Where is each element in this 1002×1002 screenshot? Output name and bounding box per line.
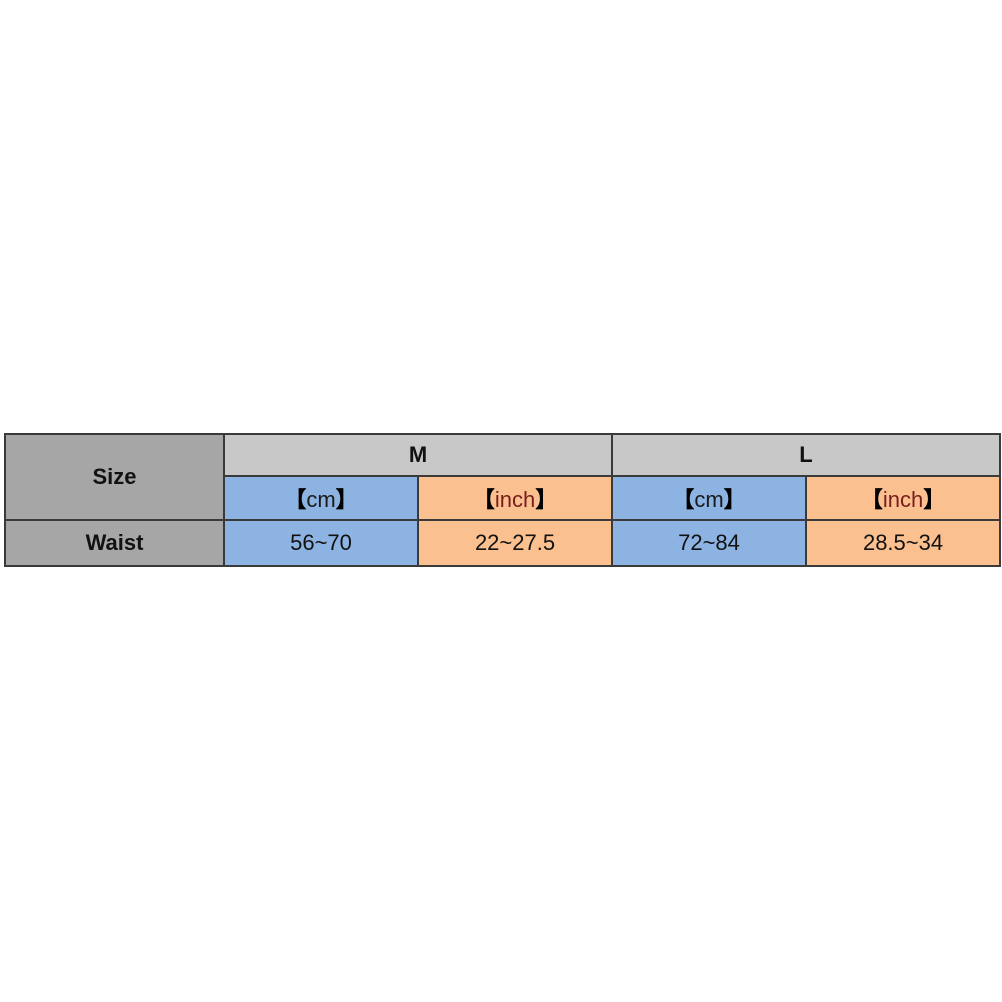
size-l-waist-inch: 28.5~34 xyxy=(805,519,1002,567)
size-m-waist-cm: 56~70 xyxy=(223,519,419,567)
close-bracket: 】 xyxy=(335,486,358,512)
size-m-cm-unit-cell: 【cm】 xyxy=(223,474,419,522)
open-bracket: 【 xyxy=(472,486,495,512)
waist-value: 22~27.5 xyxy=(474,530,556,556)
waist-value: 72~84 xyxy=(678,530,740,556)
open-bracket: 【 xyxy=(284,486,307,512)
unit-label: cm xyxy=(306,486,336,512)
size-chart-table: Size M L 【cm】 【inch】 【cm】 【inch】 Waist 5… xyxy=(4,432,1002,567)
size-label: Size xyxy=(92,464,137,490)
size-label-cell: Size xyxy=(4,432,225,522)
close-bracket: 】 xyxy=(535,486,558,512)
size-group-row: Size M L xyxy=(4,432,1002,522)
unit-label: inch xyxy=(882,486,924,512)
close-bracket: 】 xyxy=(923,486,946,512)
size-l-inch-unit-cell: 【inch】 xyxy=(805,474,1002,522)
waist-label: Waist xyxy=(85,530,144,556)
waist-value: 28.5~34 xyxy=(862,530,944,556)
close-bracket: 】 xyxy=(723,486,746,512)
size-m-name: M xyxy=(408,441,428,467)
unit-label: inch xyxy=(494,486,536,512)
waist-value: 56~70 xyxy=(290,530,352,556)
unit-label: cm xyxy=(694,486,724,512)
unit-row: 【cm】 【inch】 【cm】 【inch】 xyxy=(5,474,1002,522)
open-bracket: 【 xyxy=(672,486,695,512)
size-m-header: M xyxy=(222,433,614,477)
waist-label-cell: Waist xyxy=(4,519,225,567)
size-l-cm-unit-cell: 【cm】 xyxy=(611,474,808,522)
waist-row: Waist 56~70 22~27.5 72~84 28.5~34 xyxy=(4,519,1002,567)
size-l-header: L xyxy=(611,433,1002,477)
size-l-waist-cm: 72~84 xyxy=(611,519,808,567)
open-bracket: 【 xyxy=(860,486,883,512)
size-l-name: L xyxy=(799,441,813,467)
size-m-waist-inch: 22~27.5 xyxy=(416,519,614,567)
size-m-inch-unit-cell: 【inch】 xyxy=(416,474,614,522)
